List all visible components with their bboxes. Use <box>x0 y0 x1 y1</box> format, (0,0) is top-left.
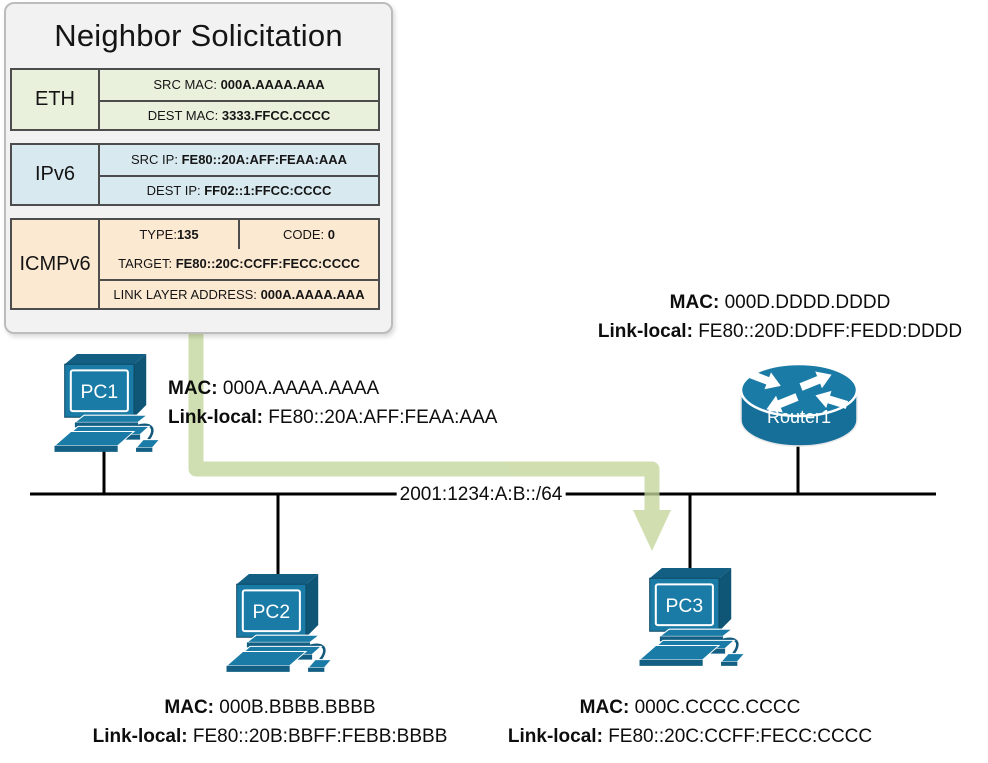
solicitation-flow-arrow <box>188 325 671 551</box>
pc3-name: PC3 <box>666 595 704 617</box>
icmpv6-code-cell: CODE: 0 <box>238 220 378 250</box>
type-value: 135 <box>176 227 199 243</box>
link-local-value: FE80::20C:CCFF:FECC:CCCC <box>608 726 873 747</box>
code-label: CODE: <box>282 227 325 243</box>
dest-mac-value: 3333.FFCC.CCCC <box>221 107 331 123</box>
router1-icon: Router1 <box>739 362 859 447</box>
mouse-icon <box>306 659 333 669</box>
link-layer-address-value: 000A.AAAA.AAA <box>260 286 365 302</box>
pc2-name: PC2 <box>253 601 291 623</box>
icmpv6-lla-row: LINK LAYER ADDRESS: 000A.AAAA.AAA <box>100 278 378 308</box>
ipv6-src-ip-row: SRC IP: FE80::20A:AFF:FEAA:AAA <box>100 145 378 175</box>
pc1-address-label: MAC: 000A.AAAA.AAAA Link-local: FE80::20… <box>168 374 497 432</box>
target-value: FE80::20C:CCFF:FECC:CCCC <box>175 256 360 272</box>
link-layer-address-label: LINK LAYER ADDRESS: <box>113 286 257 302</box>
packet-title: Neighbor Solicitation <box>54 18 343 53</box>
src-ip-value: FE80::20A:AFF:FEAA:AAA <box>181 152 347 168</box>
mouse-cable <box>307 643 326 661</box>
link-local-value: FE80::20B:BBFF:FEBB:BBBB <box>192 726 448 747</box>
mouse-cable <box>720 637 739 655</box>
ipv6-layer-section: IPv6 SRC IP: FE80::20A:AFF:FEAA:AAA DEST… <box>10 143 380 206</box>
eth-src-mac-row: SRC MAC: 000A.AAAA.AAA <box>100 70 378 100</box>
dest-mac-label: DEST MAC: <box>147 107 219 123</box>
mac-label: MAC: <box>164 697 214 718</box>
mac-label: MAC: <box>669 292 720 313</box>
type-label: TYPE: <box>139 227 177 243</box>
mouse-icon <box>134 439 161 449</box>
icmpv6-type-cell: TYPE:135 <box>100 220 238 249</box>
router1-name: Router1 <box>767 407 831 427</box>
pc1-icon: PC1 <box>53 354 161 452</box>
mac-label: MAC: <box>168 378 218 399</box>
mac-value: 000A.AAAA.AAAA <box>222 378 380 399</box>
src-mac-value: 000A.AAAA.AAA <box>220 77 325 93</box>
mouse-cable <box>135 423 154 441</box>
ipv6-dest-ip-row: DEST IP: FF02::1:FFCC:CCCC <box>100 174 378 205</box>
src-ip-label: SRC IP: <box>131 152 178 168</box>
code-value: 0 <box>327 227 336 243</box>
mouse-icon <box>719 653 746 663</box>
mac-value: 000B.BBBB.BBBB <box>219 697 376 718</box>
mac-value: 000D.DDDD.DDDD <box>724 292 891 313</box>
link-local-label: Link-local: <box>597 321 693 342</box>
link-local-label: Link-local: <box>168 407 264 428</box>
link-local-label: Link-local: <box>507 726 603 747</box>
pc2-address-label: MAC: 000B.BBBB.BBBB Link-local: FE80::20… <box>75 693 465 751</box>
subnet-label: 2001:1234:A:B::/64 <box>396 484 566 506</box>
link-local-value: FE80::20A:AFF:FEAA:AAA <box>268 407 498 428</box>
pc3-address-label: MAC: 000C.CCCC.CCCC Link-local: FE80::20… <box>495 693 885 751</box>
link-local-label: Link-local: <box>92 726 188 747</box>
eth-dest-mac-row: DEST MAC: 3333.FFCC.CCCC <box>100 99 378 130</box>
pc3-icon: PC3 <box>638 568 746 666</box>
mac-value: 000C.CCCC.CCCC <box>634 697 801 718</box>
router1-address-label: MAC: 000D.DDDD.DDDD Link-local: FE80::20… <box>565 288 988 346</box>
eth-layer-section: ETH SRC MAC: 000A.AAAA.AAA DEST MAC: 333… <box>10 68 380 131</box>
eth-layer-label: ETH <box>12 70 100 129</box>
icmpv6-layer-section: ICMPv6 TYPE:135 CODE: 0 TARGET: FE80::20… <box>10 218 380 310</box>
packet-detail-box: Neighbor Solicitation ETH SRC MAC: 000A.… <box>4 2 393 334</box>
router-arrows-icon <box>748 370 849 413</box>
icmpv6-type-code-row: TYPE:135 CODE: 0 <box>100 220 378 250</box>
dest-ip-label: DEST IP: <box>146 182 201 198</box>
mac-label: MAC: <box>579 697 630 718</box>
src-mac-label: SRC MAC: <box>153 77 217 93</box>
ipv6-layer-label: IPv6 <box>12 145 100 204</box>
icmpv6-target-row: TARGET: FE80::20C:CCFF:FECC:CCCC <box>100 249 378 278</box>
pc2-icon: PC2 <box>225 574 333 672</box>
dest-ip-value: FF02::1:FFCC:CCCC <box>204 182 332 198</box>
icmpv6-layer-label: ICMPv6 <box>12 220 100 308</box>
target-label: TARGET: <box>118 256 173 272</box>
link-local-value: FE80::20D:DDFF:FEDD:DDDD <box>698 321 963 342</box>
arrowhead-down-icon <box>633 510 671 551</box>
pc1-name: PC1 <box>81 381 119 403</box>
